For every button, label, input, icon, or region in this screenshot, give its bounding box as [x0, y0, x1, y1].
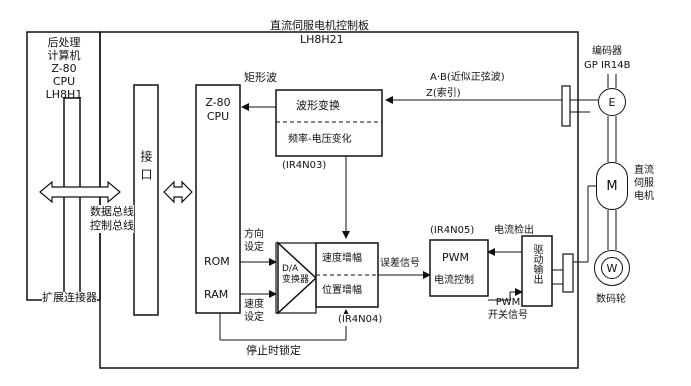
pwm-outline	[429, 239, 489, 297]
data-bus-label: 数据总线	[90, 205, 134, 218]
speed-line: 设定	[244, 312, 264, 323]
motor-icon: M	[596, 162, 628, 210]
waveform-outline	[275, 89, 383, 157]
encoder-signal-z: Z(索引)	[426, 88, 461, 99]
motor-connector	[562, 253, 574, 293]
driver-line: 驱动	[531, 244, 542, 264]
pwm-sub: 电流控制	[434, 275, 474, 286]
position-amp-label: 位置增幅	[322, 285, 362, 296]
host-line: LH8H1	[45, 88, 83, 101]
waveform-top-label: 波形变换	[296, 99, 340, 112]
host-computer-label: 后处理 计算机 Z-80 CPU LH8H1	[30, 36, 98, 101]
bus-label: 数据总线 控制总线	[90, 205, 134, 233]
encoder-part: GP IR14B	[584, 60, 631, 71]
motor-symbol: M	[606, 178, 618, 194]
cpu-label: Z-80 CPU	[200, 96, 236, 124]
waveform-bottom-label: 频率-电压变化	[288, 134, 352, 145]
da-line: D/A	[282, 264, 299, 274]
host-line: 后处理	[47, 36, 81, 49]
da-line: 变换器	[282, 275, 310, 285]
encoder-signal-ab: A·B(近似正弦波)	[430, 72, 505, 83]
speed-amp-label: 速度增幅	[322, 253, 362, 264]
host-line: CPU	[52, 75, 76, 88]
rect-wave-label: 矩形波	[244, 71, 277, 84]
tacho-label: 数码轮	[596, 294, 626, 305]
tacho-inner-icon: W	[601, 257, 623, 279]
control-board-outline	[99, 31, 579, 369]
pwm-title: PWM	[442, 251, 470, 264]
motor-label: 直流 伺服 电机	[634, 164, 654, 203]
pwm-switch-line: 开关信号	[488, 310, 528, 321]
rom-label: ROM	[204, 255, 230, 268]
pwm-switch-label: PWM 开关信号	[488, 296, 528, 322]
speed-set-label: 速度 设定	[244, 298, 264, 324]
encoder-connector	[561, 85, 571, 127]
expansion-connector-bar	[63, 97, 81, 299]
bus-arrow-2	[163, 180, 193, 204]
interface-bar	[133, 84, 159, 316]
stop-lock-label: 停止时锁定	[246, 344, 301, 357]
host-line: Z-80	[51, 62, 77, 75]
waveform-part-label: (IR4N03)	[282, 160, 327, 171]
direction-set-label: 方向 设定	[244, 228, 264, 254]
interface-label: 接口	[139, 150, 153, 186]
motor-line: 直流	[634, 165, 654, 176]
encoder-icon: E	[598, 88, 626, 116]
current-detect-label: 电流检出	[494, 225, 534, 236]
driver-line: 输出	[531, 264, 542, 284]
pwm-part-label: (IR4N05)	[430, 225, 475, 236]
da-label: D/A 变换器	[282, 264, 309, 286]
ram-label: RAM	[204, 288, 229, 301]
motor-line: 伺服	[634, 178, 654, 189]
motor-line: 电机	[634, 191, 654, 202]
tacho-wheel-icon: W	[594, 250, 630, 286]
board-title: 直流伺服电机控制板	[270, 19, 369, 32]
pwm-switch-line: PWM	[495, 297, 521, 308]
direction-line: 方向	[244, 229, 264, 240]
direction-line: 设定	[244, 242, 264, 253]
encoder-title: 编码器	[592, 46, 622, 57]
driver-outline	[521, 235, 553, 307]
cpu-line: Z-80	[205, 96, 231, 109]
board-part-number: LH8H21	[300, 33, 344, 46]
encoder-symbol: E	[608, 95, 616, 109]
da-triangle	[277, 241, 318, 315]
host-line: 计算机	[47, 49, 81, 62]
control-bus-label: 控制总线	[90, 219, 134, 232]
speed-line: 速度	[244, 299, 264, 310]
driver-label: 驱动 输出	[530, 244, 546, 284]
expansion-connector-label: 扩展连接器	[42, 291, 97, 304]
cpu-line: CPU	[206, 110, 230, 123]
error-signal-label: 误差信号	[380, 258, 420, 269]
bus-arrow-1	[39, 180, 121, 204]
amp-part-label: (IR4N04)	[338, 314, 383, 326]
tacho-symbol: W	[606, 261, 618, 275]
cpu-outline	[195, 84, 241, 314]
